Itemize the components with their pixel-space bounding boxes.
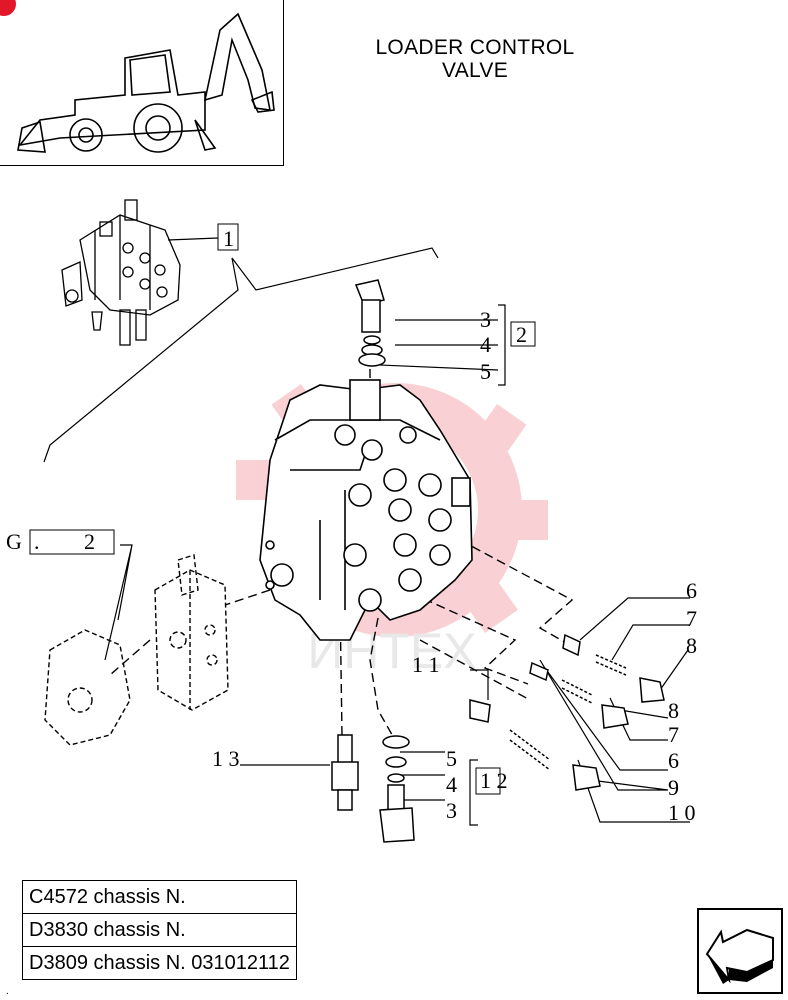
callout-labels: 1 2 3 4 5 6 7 8 8 7 6 9 1 0 1 1 1 3 5 4 … bbox=[6, 226, 697, 825]
auxiliary-valve-section bbox=[44, 554, 229, 746]
page-corner-marker bbox=[0, 0, 16, 16]
arrow-next-page-icon bbox=[705, 928, 774, 984]
callout-7-b: 7 bbox=[668, 722, 679, 747]
chassis-table: C4572 chassis N. D3830 chassis N. D3809 … bbox=[22, 880, 297, 980]
callout-4-bottom: 4 bbox=[446, 772, 457, 797]
callout-10: 1 0 bbox=[668, 800, 696, 825]
callout-7-a: 7 bbox=[686, 606, 697, 631]
footer-mark: . bbox=[6, 986, 9, 997]
chassis-row: C4572 chassis N. bbox=[22, 880, 297, 914]
callout-4-top: 4 bbox=[480, 332, 491, 357]
callout-g-prefix: G bbox=[6, 529, 22, 554]
chassis-row: D3830 chassis N. bbox=[22, 913, 297, 947]
callout-3-bottom: 3 bbox=[446, 798, 457, 823]
title-line-2: VALVE bbox=[441, 59, 509, 82]
chassis-row: D3809 chassis N. 031012112 bbox=[22, 946, 297, 980]
callout-1: 1 bbox=[223, 226, 234, 251]
chassis-cell: D3809 chassis N. 031012112 bbox=[22, 946, 297, 980]
callout-6-b: 6 bbox=[668, 748, 679, 773]
callout-13: 1 3 bbox=[212, 746, 240, 771]
callout-2: 2 bbox=[516, 322, 527, 347]
bottom-plug-assembly bbox=[379, 735, 415, 843]
callout-g-number: 2 bbox=[84, 529, 95, 554]
sensor-part bbox=[331, 734, 359, 811]
callout-12: 1 2 bbox=[480, 768, 508, 793]
callout-6-a: 6 bbox=[686, 578, 697, 603]
valve-body bbox=[259, 379, 473, 641]
page-title: LOADER CONTROL VALVE bbox=[330, 36, 620, 82]
callout-8-b: 8 bbox=[668, 698, 679, 723]
callout-boxes bbox=[29, 223, 536, 795]
spring-plug-parts bbox=[469, 633, 665, 791]
callout-3-top: 3 bbox=[480, 307, 491, 332]
chassis-cell: C4572 chassis N. bbox=[22, 880, 297, 914]
machine-thumbnail-frame bbox=[0, 0, 284, 166]
top-plug-assembly bbox=[354, 279, 386, 367]
callout-11: 1 1 bbox=[412, 652, 440, 677]
backhoe-loader-thumbnail bbox=[17, 12, 275, 153]
callout-g-dot: . bbox=[34, 529, 40, 554]
callout-9: 9 bbox=[668, 775, 679, 800]
chassis-cell: D3830 chassis N. bbox=[22, 913, 297, 947]
callout-8-a: 8 bbox=[686, 633, 697, 658]
valve-assembly-thumbnail bbox=[61, 199, 181, 346]
next-page-button[interactable] bbox=[697, 908, 783, 994]
callout-5-top: 5 bbox=[480, 359, 491, 384]
callout-5-bottom: 5 bbox=[446, 746, 457, 771]
title-line-1: LOADER CONTROL bbox=[375, 36, 575, 59]
